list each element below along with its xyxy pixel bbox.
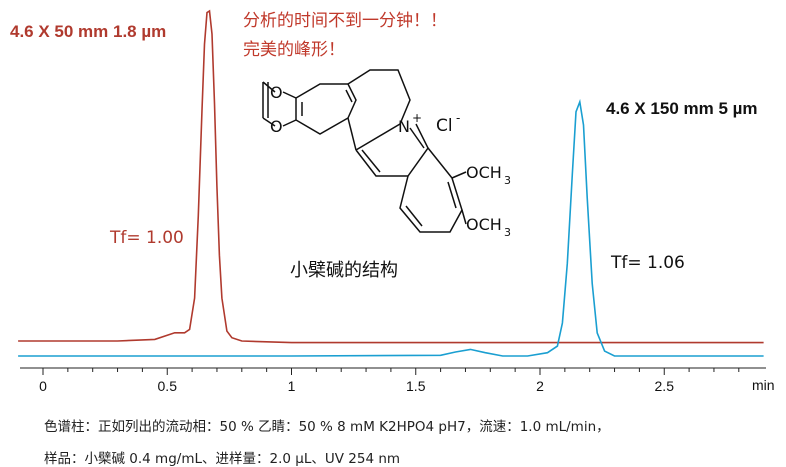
nitrogen-label: N <box>398 117 410 136</box>
footnote-sample: 样品：小檗碱 0.4 mg/mL、进样量：2.0 µL、UV 254 nm <box>44 451 401 467</box>
series-label-4-6x150mm: 4.6 X 150 mm 5 µm <box>606 99 758 118</box>
structure-caption: 小檗碱的结构 <box>290 260 398 281</box>
note-analysis-time: 分析的时间不到一分钟！！ <box>243 11 447 31</box>
x-tick-label: 0.5 <box>158 378 178 394</box>
note-peak-shape: 完美的峰形！ <box>243 40 345 60</box>
berberine-structure-diagram <box>262 69 467 233</box>
oxygen-label-top: O <box>270 83 283 102</box>
x-tick-label: 2 <box>536 378 544 394</box>
chloride-charge-label: - <box>456 111 460 125</box>
methoxy-label-upper: OCH <box>466 163 502 182</box>
x-tick-label: 2.5 <box>655 378 675 394</box>
x-tick-label: 1.5 <box>406 378 426 394</box>
trace-4-6x50mm <box>18 9 764 344</box>
x-axis-ticks: 0 0.5 1 1.5 2 2.5 <box>39 368 740 394</box>
tailing-factor-4-6x50mm: Tf= 1.00 <box>109 228 184 248</box>
methoxy-subscript-upper: 3 <box>504 174 511 187</box>
x-tick-label: 0 <box>39 378 47 394</box>
methoxy-subscript-lower: 3 <box>504 226 511 239</box>
chloride-label: Cl <box>436 116 453 136</box>
footnote-conditions: 色谱柱：正如列出的流动相：50 % 乙睛：50 % 8 mM K2HPO4 pH… <box>44 419 610 435</box>
x-axis-unit-label: min <box>752 377 775 393</box>
trace-4-6x150mm <box>18 98 764 357</box>
series-label-4-6x50mm: 4.6 X 50 mm 1.8 µm <box>10 22 166 41</box>
tailing-factor-4-6x150mm: Tf= 1.06 <box>610 253 685 273</box>
nitrogen-charge-label: + <box>412 111 422 125</box>
methoxy-label-lower: OCH <box>466 215 502 234</box>
x-tick-label: 1 <box>288 378 296 394</box>
oxygen-label-bottom: O <box>270 117 283 136</box>
